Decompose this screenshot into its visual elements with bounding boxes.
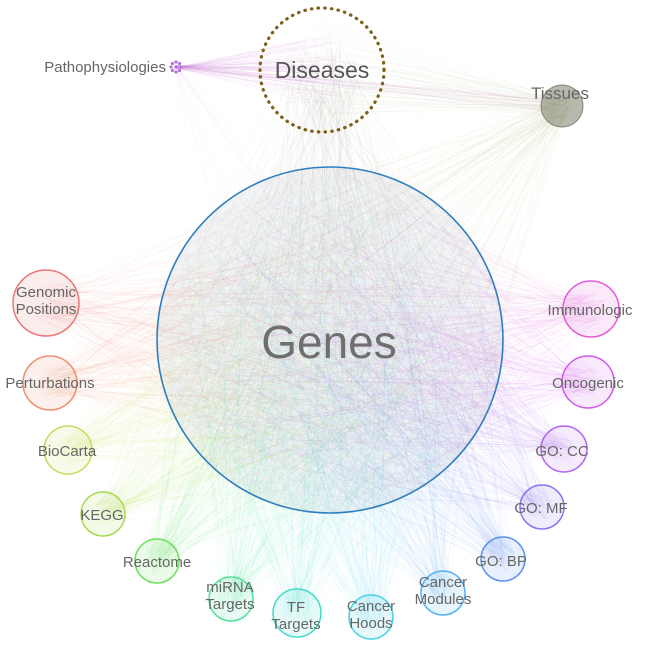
mirna-targets-label: miRNA xyxy=(206,579,254,596)
edge-bundle-pathophysiologies-genes xyxy=(173,64,455,485)
genomic-positions-label: Genomic xyxy=(16,284,77,301)
edge-bundle-genes-go-bp xyxy=(166,189,516,572)
edge-bundle-pathophysiologies-diseases xyxy=(173,35,359,104)
edge-bundle-genes-perturbations xyxy=(33,181,483,486)
node-go-bp[interactable] xyxy=(480,536,526,582)
edge-bundle-genes-biocarta xyxy=(54,185,489,504)
go-mf-label: GO: MF xyxy=(514,500,567,517)
edge-bundle-genes-go-mf xyxy=(164,178,555,519)
edge-bundle-genes-kegg xyxy=(89,173,490,527)
edge-bundle-genes-genomic-positions xyxy=(28,176,477,488)
node-go-cc[interactable] xyxy=(540,425,588,473)
genes-hub-fill xyxy=(157,167,503,513)
cancer-hoods-label: Cancer xyxy=(347,598,395,615)
edge-bundle-genes-go-cc xyxy=(177,178,577,497)
node-diseases[interactable] xyxy=(258,6,386,134)
node-cancer-modules[interactable] xyxy=(420,570,466,616)
edge-bundle-genes-tissues xyxy=(167,94,574,497)
node-tissues[interactable] xyxy=(540,84,584,128)
oncogenic-label: Oncogenic xyxy=(552,375,624,392)
node-perturbations[interactable] xyxy=(22,355,78,411)
diseases-label: Diseases xyxy=(275,57,370,83)
edge-bundle-genes-oncogenic xyxy=(168,187,604,501)
node-cancer-hoods[interactable] xyxy=(348,594,394,640)
tf-targets-label: TF xyxy=(287,599,305,616)
pathophysiologies-label: Pathophysiologies xyxy=(44,59,166,76)
perturbations-label: Perturbations xyxy=(5,375,94,392)
genes-hub-node[interactable] xyxy=(156,166,504,514)
edge-bundle-genes-mirna-targets xyxy=(171,180,494,612)
genes-label: Genes xyxy=(261,316,397,368)
edge-bundle-genes-cancer-modules xyxy=(174,176,497,606)
cancer-modules-label: Cancer xyxy=(419,574,467,591)
node-tf-targets[interactable] xyxy=(272,588,322,638)
edge-bundle-genes-immunologic xyxy=(166,174,608,481)
reactome-label: Reactome xyxy=(123,554,191,571)
cancer-modules-label: Modules xyxy=(415,591,472,608)
node-pathophysiologies[interactable] xyxy=(169,60,183,74)
node-reactome[interactable] xyxy=(134,538,180,584)
edge-bundle-genes-cancer-hoods xyxy=(173,180,496,631)
kegg-label: KEGG xyxy=(80,507,123,524)
node-immunologic[interactable] xyxy=(562,280,620,338)
node-genomic-positions[interactable] xyxy=(12,269,80,337)
edge-bundle-pathophysiologies-tissues xyxy=(173,64,574,118)
edge-bundle-diseases-tissues xyxy=(278,20,575,119)
go-bp-label: GO: BP xyxy=(475,553,527,570)
tissues-label: Tissues xyxy=(531,84,589,103)
go-cc-label: GO: CC xyxy=(535,443,589,460)
node-oncogenic[interactable] xyxy=(561,355,615,409)
edge-bundle-genes-tf-targets xyxy=(170,176,485,628)
biocarta-label: BioCarta xyxy=(38,443,97,460)
genomic-positions-label: Positions xyxy=(16,301,77,318)
tf-targets-label: Targets xyxy=(271,616,320,633)
node-biocarta[interactable] xyxy=(43,425,93,475)
node-mirna-targets[interactable] xyxy=(208,576,254,622)
node-kegg[interactable] xyxy=(80,491,126,537)
node-go-mf[interactable] xyxy=(519,484,565,530)
mirna-targets-label: Targets xyxy=(205,596,254,613)
immunologic-label: Immunologic xyxy=(547,302,633,319)
cancer-hoods-label: Hoods xyxy=(349,615,392,632)
gene-gene-links xyxy=(156,166,504,514)
